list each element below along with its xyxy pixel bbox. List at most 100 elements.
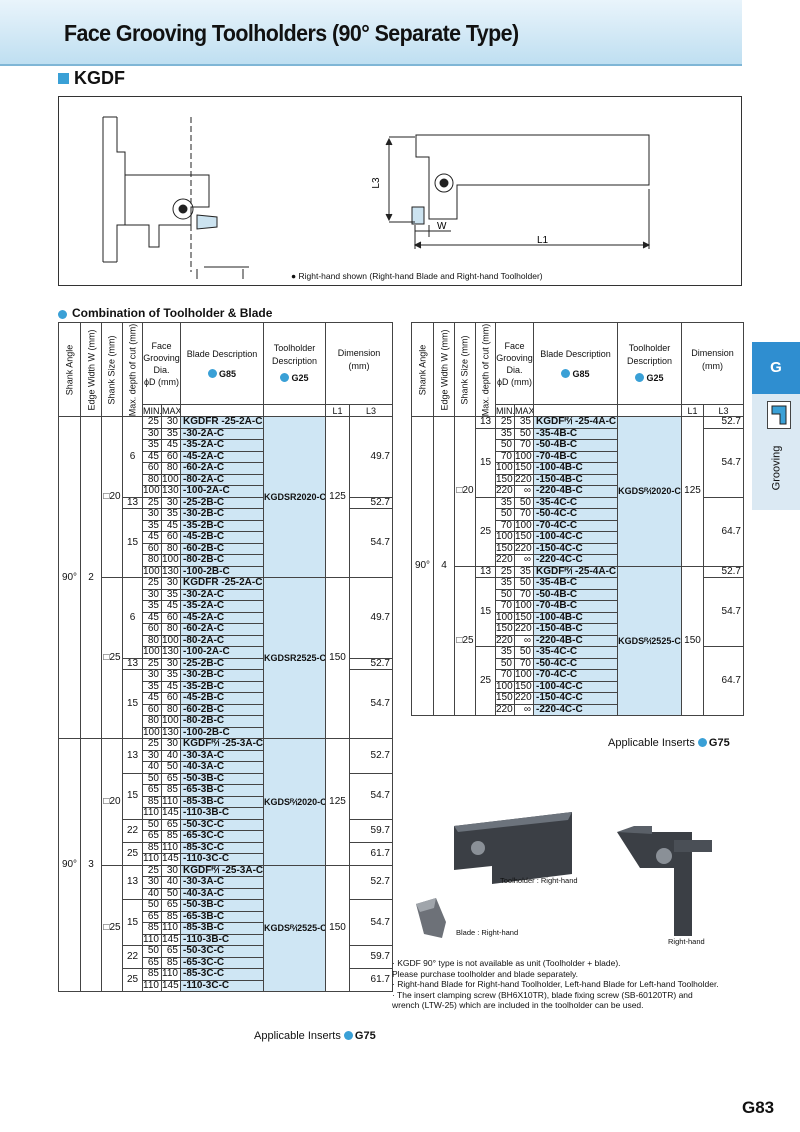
blade-desc-cell[interactable]: -50-4C-C	[533, 657, 618, 670]
blade-desc-cell[interactable]: -35-4B-C	[533, 427, 618, 440]
blade-desc-cell[interactable]: -85-3C-C	[180, 841, 264, 854]
blade-ref-link[interactable]: G85	[572, 368, 590, 379]
blade-desc-cell[interactable]: -30-2B-C	[180, 508, 264, 521]
blade-desc-cell[interactable]: -85-3B-C	[180, 922, 264, 935]
blade-desc-cell[interactable]: -100-2B-C	[180, 726, 264, 739]
blade-desc-cell[interactable]: -220-4C-C	[533, 703, 618, 716]
blade-desc-cell[interactable]: -35-2B-C	[180, 519, 264, 532]
edge-width-cell: 2	[80, 416, 102, 739]
dia-min-cell: 25	[142, 864, 162, 877]
blade-desc-cell[interactable]: -100-4B-C	[533, 611, 618, 624]
blade-desc-cell[interactable]: -70-4B-C	[533, 450, 618, 463]
blade-desc-cell[interactable]: -80-2B-C	[180, 554, 264, 567]
header-blade-blank	[180, 404, 264, 417]
blade-desc-cell[interactable]: -70-4C-C	[533, 669, 618, 682]
blade-desc-cell[interactable]: -60-2B-C	[180, 542, 264, 555]
blade-desc-cell[interactable]: -150-4C-C	[533, 692, 618, 705]
blade-desc-cell[interactable]: -45-2A-C	[180, 611, 264, 624]
blade-desc-cell[interactable]: -35-4C-C	[533, 646, 618, 659]
blade-desc-cell[interactable]: -30-3A-C	[180, 749, 264, 762]
blade-desc-cell[interactable]: -60-2B-C	[180, 703, 264, 716]
blade-desc-cell[interactable]: -150-4B-C	[533, 473, 618, 486]
blade-desc-cell[interactable]: KGDFᴿ⁄ₗ -25-4A-C	[533, 565, 618, 578]
blade-desc-cell[interactable]: -35-2A-C	[180, 600, 264, 613]
blade-desc-cell[interactable]: -220-4B-C	[533, 634, 618, 647]
blade-desc-cell[interactable]: -30-2A-C	[180, 588, 264, 601]
blade-desc-cell[interactable]: -50-3C-C	[180, 945, 264, 958]
blade-desc-cell[interactable]: -80-2B-C	[180, 715, 264, 728]
dia-min-cell: 220	[495, 554, 515, 567]
section-title: KGDF	[74, 68, 125, 88]
blade-desc-cell[interactable]: -50-4C-C	[533, 508, 618, 521]
blade-desc-cell[interactable]: -80-2A-C	[180, 473, 264, 486]
blade-desc-cell[interactable]: -70-4B-C	[533, 600, 618, 613]
blade-desc-cell[interactable]: -35-2A-C	[180, 439, 264, 452]
blade-desc-cell[interactable]: -110-3C-C	[180, 853, 264, 866]
blade-desc-cell[interactable]: -65-3B-C	[180, 910, 264, 923]
blade-desc-cell[interactable]: -100-4B-C	[533, 462, 618, 475]
blade-desc-cell[interactable]: -50-3B-C	[180, 772, 264, 785]
blade-desc-cell[interactable]: -220-4B-C	[533, 485, 618, 498]
blade-desc-cell[interactable]: -110-3B-C	[180, 933, 264, 946]
header-l3: L3	[703, 404, 744, 417]
holder-desc-cell[interactable]: KGDSR2020-C	[263, 416, 326, 578]
blade-desc-cell[interactable]: -100-2A-C	[180, 485, 264, 498]
blade-desc-cell[interactable]: -25-2B-C	[180, 657, 264, 670]
blade-desc-cell[interactable]: -100-2B-C	[180, 565, 264, 578]
blade-desc-cell[interactable]: -50-4B-C	[533, 588, 618, 601]
blade-desc-cell[interactable]: -150-4B-C	[533, 623, 618, 636]
blade-desc-cell[interactable]: -110-3C-C	[180, 979, 264, 992]
blade-desc-cell[interactable]: -65-3C-C	[180, 956, 264, 969]
blade-desc-cell[interactable]: -60-2A-C	[180, 462, 264, 475]
blade-desc-cell[interactable]: -100-4C-C	[533, 531, 618, 544]
holder-desc-cell[interactable]: KGDSᴿ⁄ₗ2020-C	[617, 416, 682, 567]
blade-desc-cell[interactable]: -35-2B-C	[180, 680, 264, 693]
blade-desc-cell[interactable]: -65-3C-C	[180, 830, 264, 843]
blade-desc-cell[interactable]: -60-2A-C	[180, 623, 264, 636]
blade-desc-cell[interactable]: -70-4C-C	[533, 519, 618, 532]
blade-desc-cell[interactable]: -50-3B-C	[180, 899, 264, 912]
blade-desc-cell[interactable]: -50-4B-C	[533, 439, 618, 452]
blade-desc-cell[interactable]: -220-4C-C	[533, 554, 618, 567]
blade-desc-cell[interactable]: -40-3A-C	[180, 761, 264, 774]
holder-ref-link[interactable]: G25	[646, 373, 664, 383]
dia-max-cell: 80	[161, 462, 181, 475]
blade-desc-cell[interactable]: KGDFR -25-2A-C	[180, 577, 264, 590]
section-marker	[58, 73, 69, 84]
blade-desc-cell[interactable]: -150-4C-C	[533, 542, 618, 555]
holder-desc-cell[interactable]: KGDSᴿ⁄ₗ2525-C	[263, 864, 326, 992]
blade-desc-cell[interactable]: -30-2B-C	[180, 669, 264, 682]
blade-desc-cell[interactable]: KGDFᴿ⁄ₗ -25-3A-C	[180, 864, 264, 877]
blade-desc-cell[interactable]: -35-4C-C	[533, 496, 618, 509]
blade-desc-cell[interactable]: KGDFR -25-2A-C	[180, 416, 264, 429]
holder-desc-cell[interactable]: KGDSR2525-C	[263, 577, 326, 739]
dia-max-cell: 45	[161, 600, 181, 613]
blade-desc-cell[interactable]: -45-2B-C	[180, 531, 264, 544]
blade-desc-cell[interactable]: -100-4C-C	[533, 680, 618, 693]
blade-desc-cell[interactable]: -65-3B-C	[180, 784, 264, 797]
blade-desc-cell[interactable]: -45-2A-C	[180, 450, 264, 463]
blade-desc-cell[interactable]: KGDFᴿ⁄ₗ -25-4A-C	[533, 416, 618, 429]
blade-desc-cell[interactable]: -110-3B-C	[180, 807, 264, 820]
blade-desc-cell[interactable]: -35-4B-C	[533, 577, 618, 590]
holder-desc-cell[interactable]: KGDSᴿ⁄ₗ2525-C	[617, 565, 682, 716]
blade-desc-cell[interactable]: KGDFᴿ⁄ₗ -25-3A-C	[180, 738, 264, 751]
blade-desc-cell[interactable]: -30-3A-C	[180, 876, 264, 889]
blade-desc-cell[interactable]: -40-3A-C	[180, 887, 264, 900]
blade-desc-cell[interactable]: -100-2A-C	[180, 646, 264, 659]
applicable-inserts-ref[interactable]: G75	[354, 1030, 376, 1042]
blade-desc-cell[interactable]: -45-2B-C	[180, 692, 264, 705]
dia-max-cell: 30	[161, 577, 181, 590]
holder-desc-cell[interactable]: KGDSᴿ⁄ₗ2020-C	[263, 738, 326, 866]
blade-desc-cell[interactable]: -85-3C-C	[180, 968, 264, 981]
blade-desc-cell[interactable]: -25-2B-C	[180, 496, 264, 509]
dia-min-cell: 35	[142, 680, 162, 693]
blade-desc-cell[interactable]: -85-3B-C	[180, 795, 264, 808]
blade-desc-cell[interactable]: -50-3C-C	[180, 818, 264, 831]
blade-desc-cell[interactable]: -30-2A-C	[180, 427, 264, 440]
blade-ref-link[interactable]: G85	[218, 368, 236, 379]
blade-desc-cell[interactable]: -80-2A-C	[180, 634, 264, 647]
holder-ref-link[interactable]: G25	[291, 373, 309, 383]
applicable-inserts-ref[interactable]: G75	[708, 737, 730, 749]
